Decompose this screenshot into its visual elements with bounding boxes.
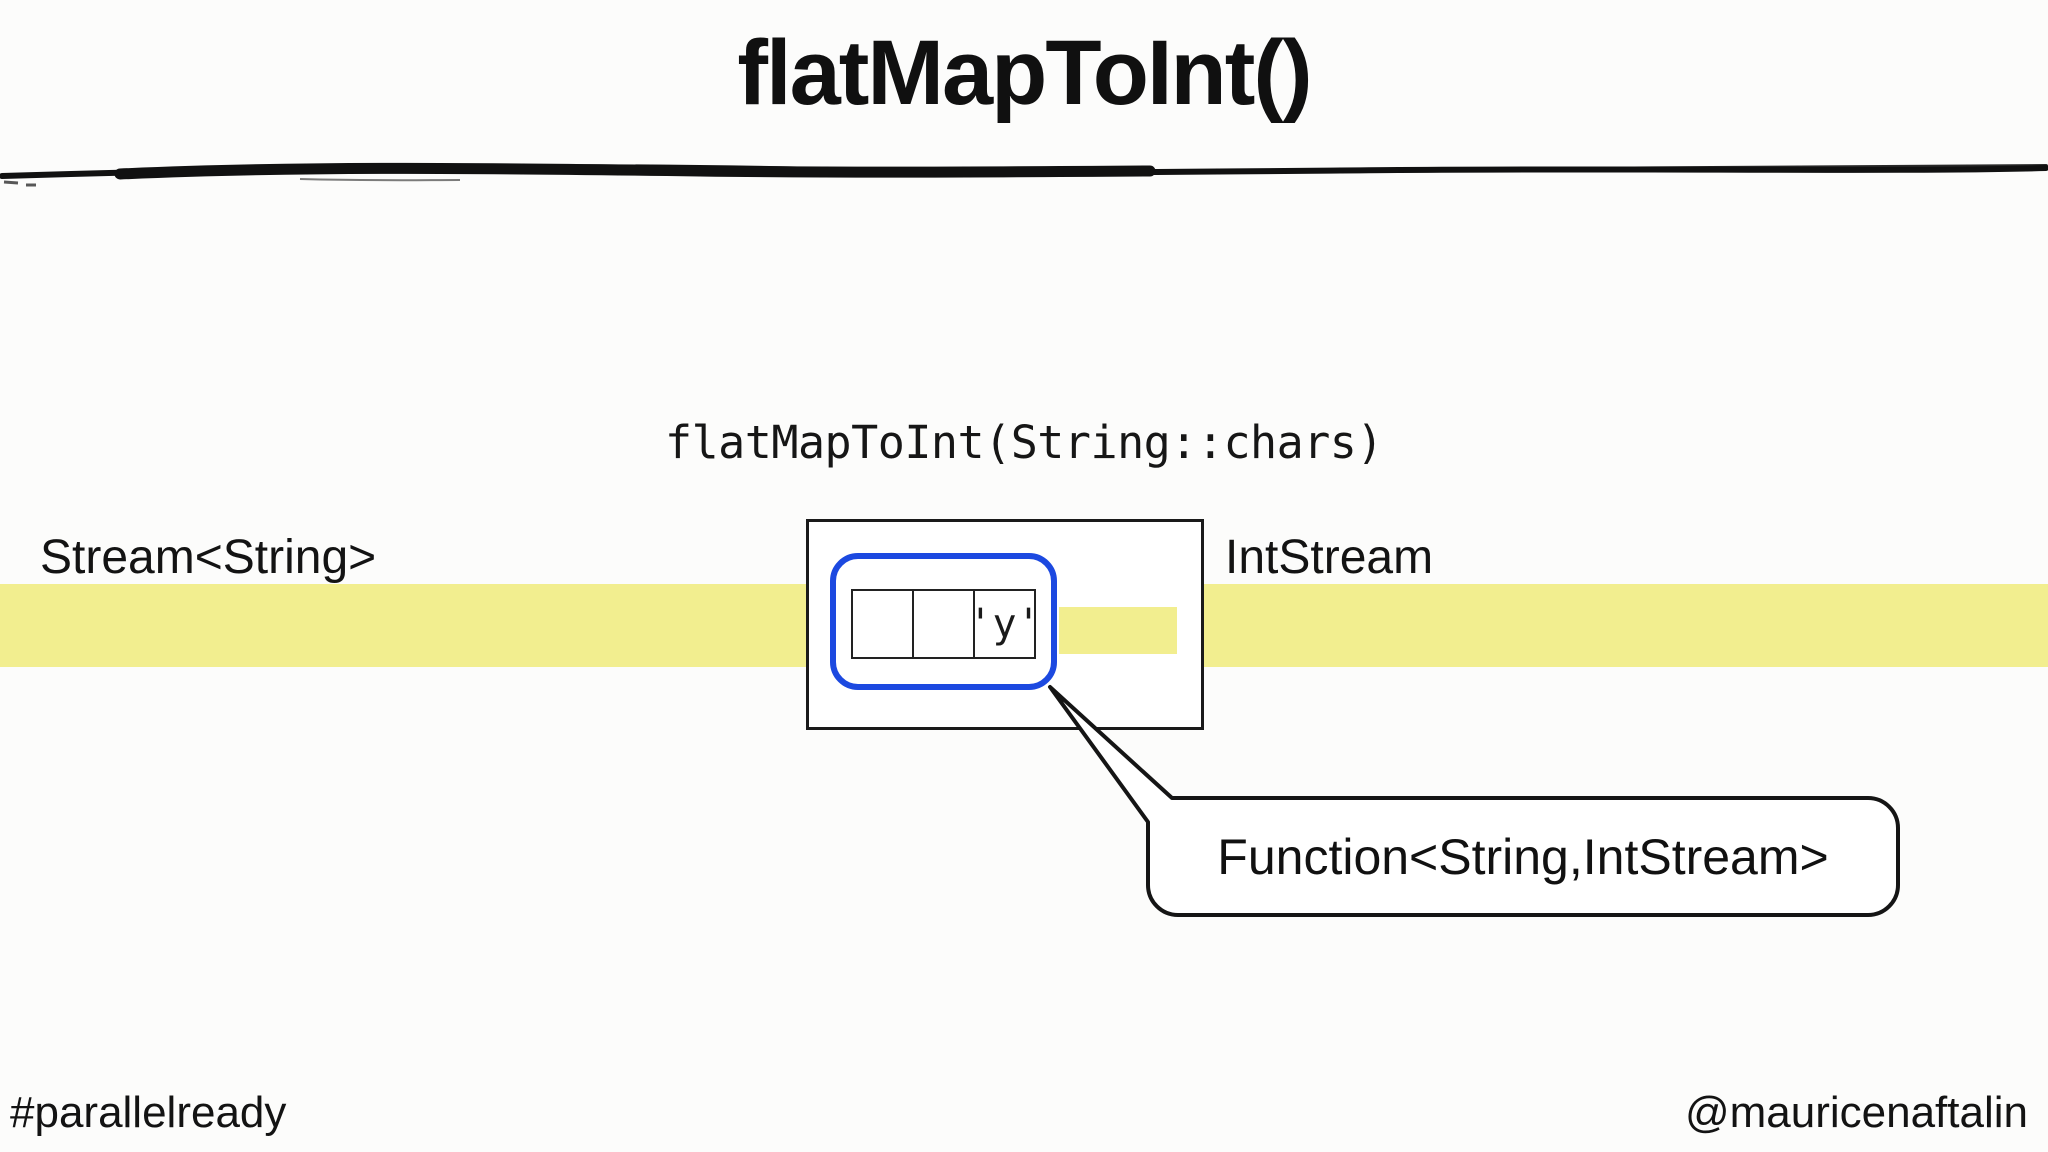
output-stream-type-label: IntStream: [1225, 531, 1434, 584]
char-cell: [912, 589, 975, 659]
pipeline-operation-label: flatMapToInt(String::chars): [665, 416, 1384, 469]
footer-twitter-handle: @mauricenaftalin: [1684, 1088, 2028, 1137]
output-band-segment: [1059, 607, 1177, 654]
char-cell: [851, 589, 914, 659]
char-cell: 'y': [968, 589, 1041, 659]
callout-bubble: [1048, 685, 1900, 917]
input-stream-type-label: Stream<String>: [40, 531, 377, 584]
ink-divider: [0, 162, 2048, 187]
callout-label: Function<String,IntStream>: [1217, 828, 1829, 885]
footer-hashtag: #parallelready: [10, 1088, 287, 1137]
slide-title: flatMapToInt(): [737, 22, 1312, 124]
char-cells: 'y': [851, 589, 1041, 659]
